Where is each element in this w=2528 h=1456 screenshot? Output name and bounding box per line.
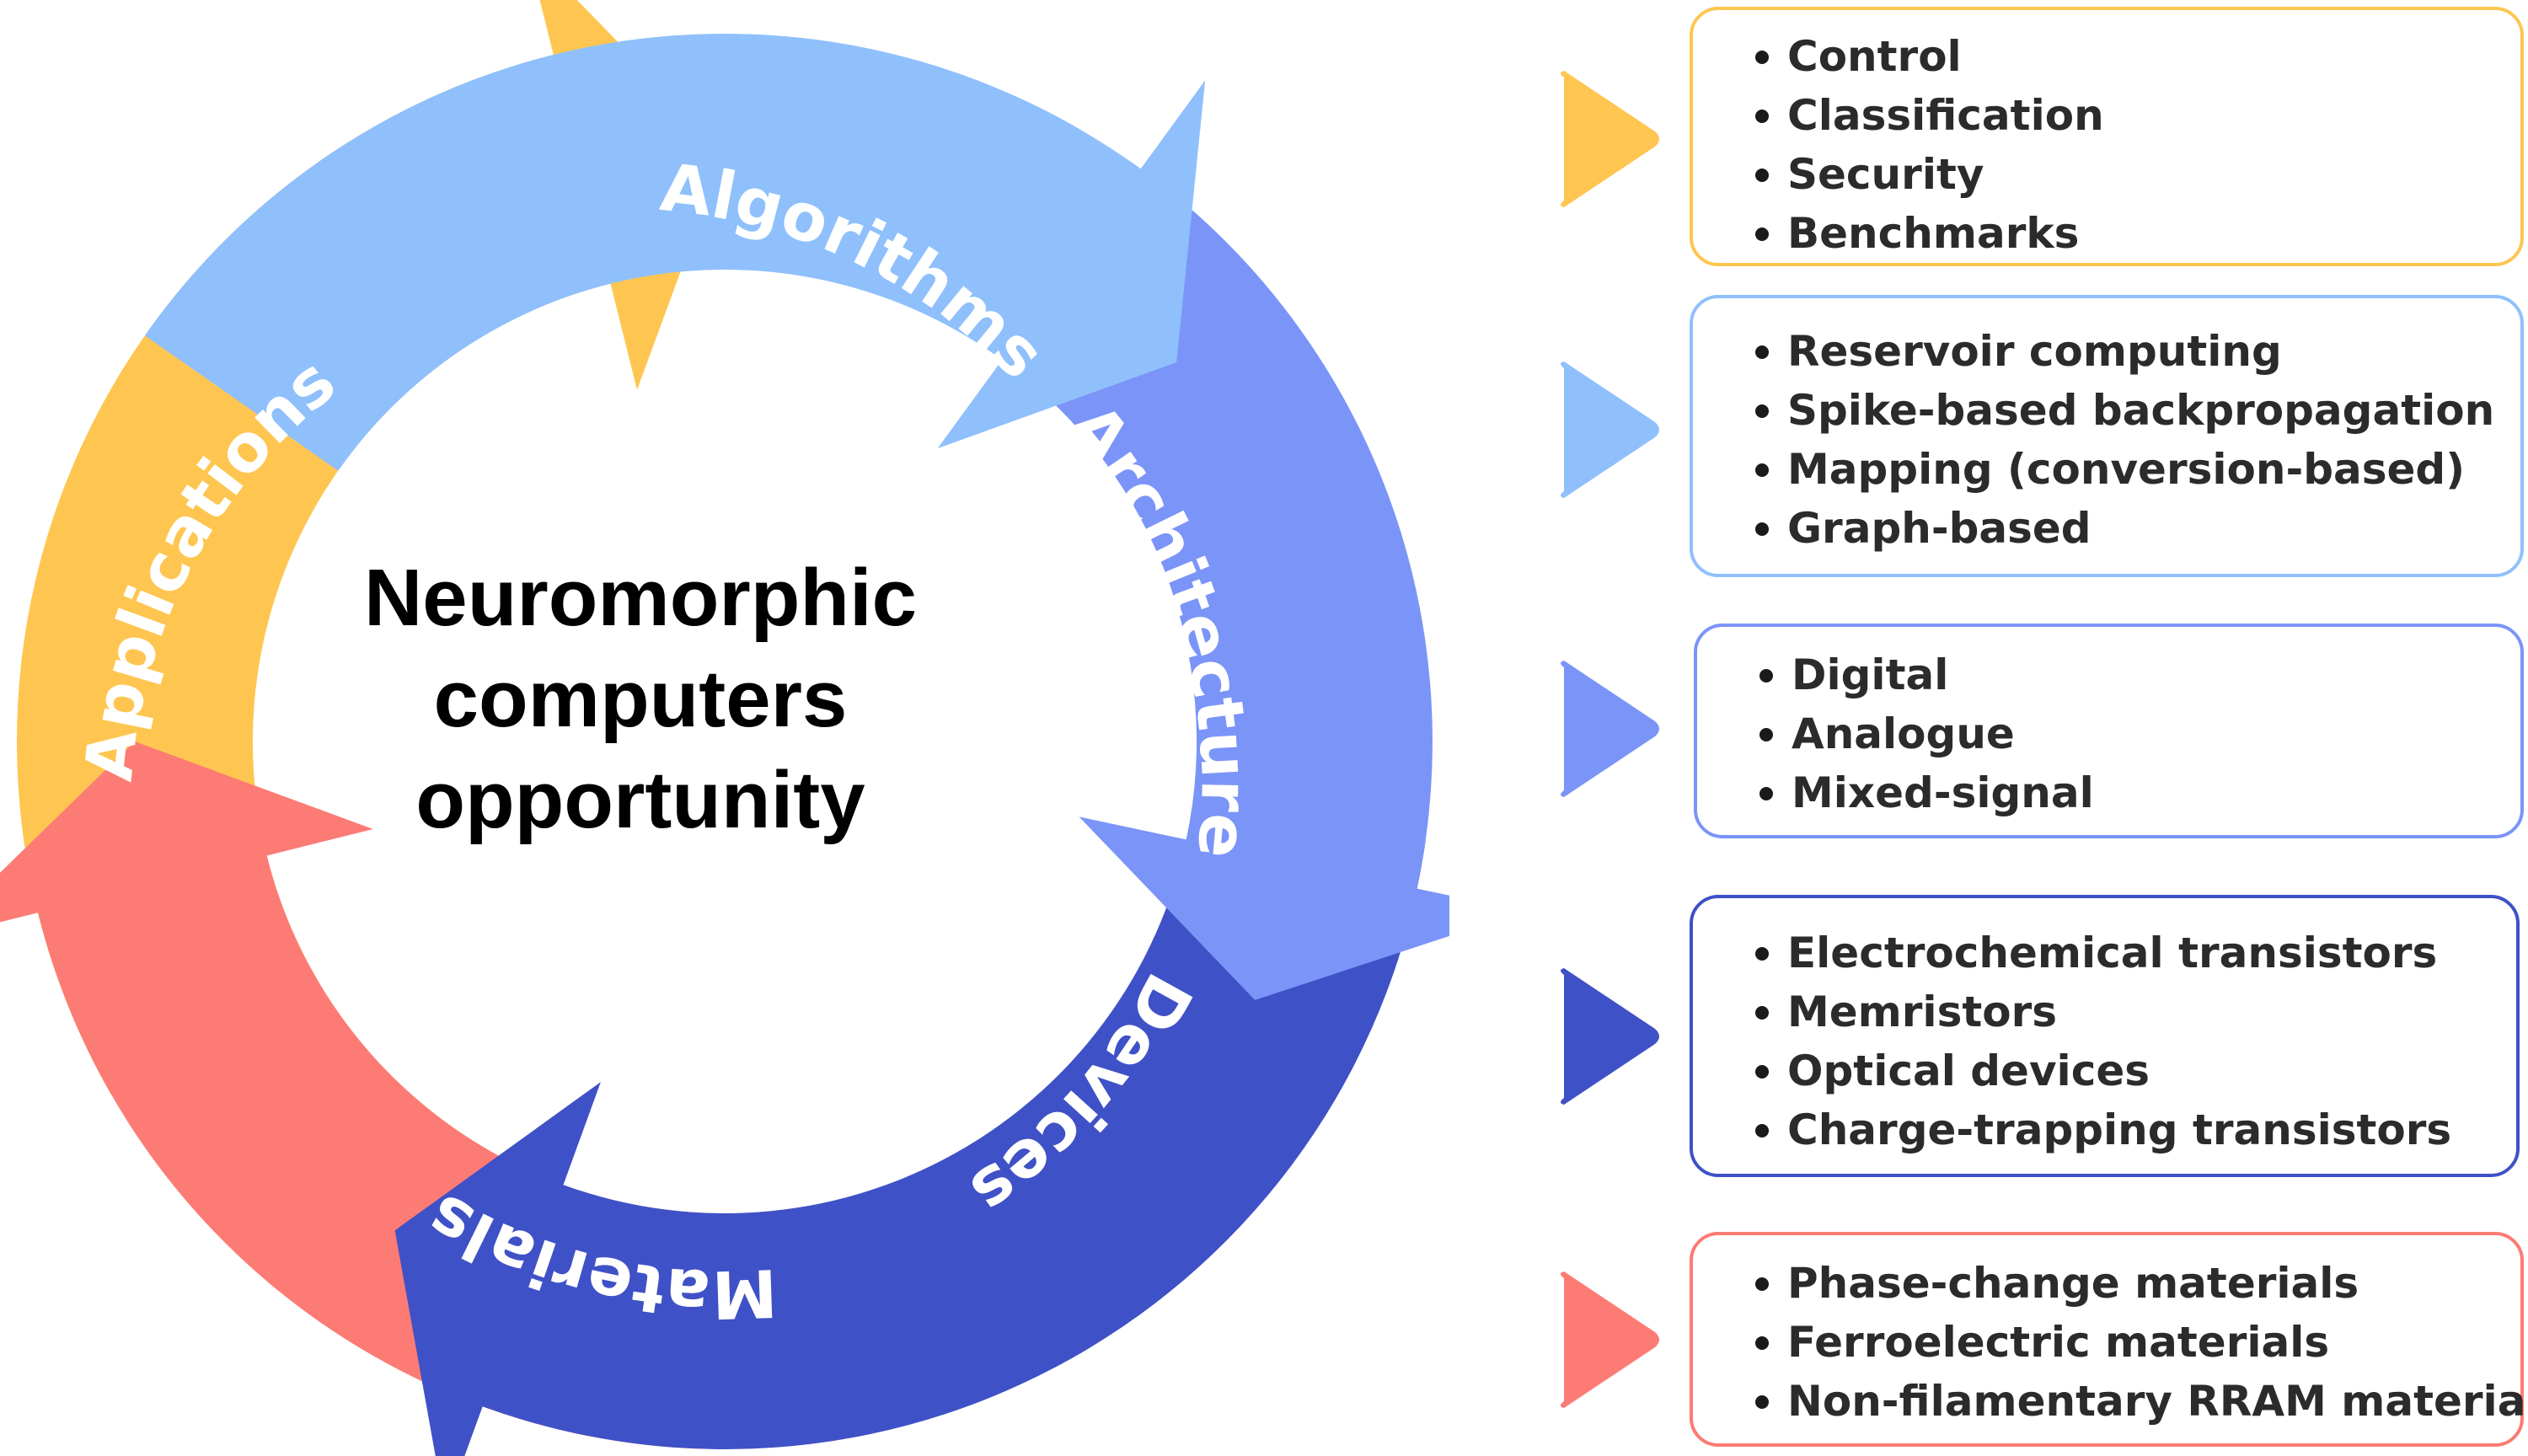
pointer-architecture-icon bbox=[1561, 661, 1659, 797]
cycle-arrow-algorithms bbox=[144, 33, 1206, 471]
list-item: Memristors bbox=[1752, 982, 2516, 1041]
center-title-line-1: Neuromorphic bbox=[363, 553, 918, 643]
list-item: Charge-trapping transistors bbox=[1752, 1100, 2516, 1159]
list-item: Graph-based bbox=[1752, 499, 2520, 558]
list-item: Benchmarks bbox=[1752, 204, 2520, 263]
list-item: Mapping (conversion-based) bbox=[1752, 440, 2520, 499]
list-item: Spike-based backpropagation bbox=[1752, 381, 2520, 440]
list-item: Optical devices bbox=[1752, 1041, 2516, 1100]
panel-devices: Electrochemical transistors Memristors O… bbox=[1690, 895, 2520, 1177]
list-item: Classification bbox=[1752, 86, 2520, 145]
list-item: Electrochemical transistors bbox=[1752, 923, 2516, 982]
list-item: Analogue bbox=[1756, 704, 2520, 763]
pointer-applications-icon bbox=[1561, 71, 1659, 207]
cycle-arrow-devices bbox=[394, 806, 1426, 1456]
cycle-diagram: AlgorithmsArchitectureDevicesMaterialsAp… bbox=[0, 0, 1449, 1456]
list-item: Mixed-signal bbox=[1756, 763, 2520, 822]
pointer-algorithms-icon bbox=[1561, 361, 1659, 498]
panel-applications: Control Classification Security Benchmar… bbox=[1690, 7, 2524, 266]
pointer-materials-icon bbox=[1561, 1271, 1659, 1408]
list-item: Digital bbox=[1756, 645, 2520, 704]
panel-algorithms: Reservoir computing Spike-based backprop… bbox=[1690, 295, 2524, 577]
list-item: Security bbox=[1752, 145, 2520, 204]
list-item: Ferroelectric materials bbox=[1752, 1313, 2520, 1372]
panel-architecture: Digital Analogue Mixed-signal bbox=[1694, 624, 2524, 838]
panel-materials: Phase-change materials Ferroelectric mat… bbox=[1690, 1232, 2528, 1447]
center-title-line-3: opportunity bbox=[415, 755, 865, 845]
center-title-line-2: computers bbox=[433, 654, 848, 744]
list-item: Control bbox=[1752, 27, 2520, 86]
list-item: Phase-change materials bbox=[1752, 1254, 2520, 1313]
list-item: Reservoir computing bbox=[1752, 322, 2520, 381]
list-item: Non-filamentary RRAM materials bbox=[1752, 1372, 2528, 1431]
pointer-devices-icon bbox=[1561, 968, 1659, 1105]
center-title: Neuromorphic computers opportunity bbox=[219, 548, 1062, 851]
